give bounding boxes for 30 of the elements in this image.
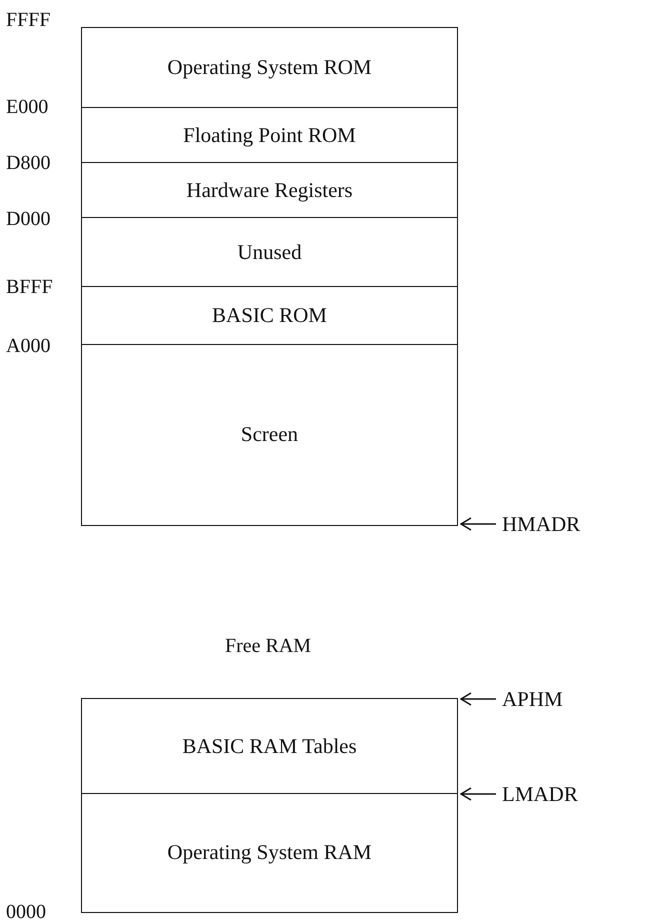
region-label: BASIC ROM: [212, 303, 327, 329]
address-label: 0000: [6, 902, 46, 922]
address-label: D000: [6, 209, 50, 229]
region-label: Operating System RAM: [167, 840, 372, 866]
pointer-arrow: [460, 787, 496, 801]
pointer-arrow: [460, 517, 496, 531]
pointer-arrow: [460, 692, 496, 706]
memory-region: [81, 107, 458, 164]
region-label: Floating Point ROM: [183, 122, 356, 148]
pointer-label: APHM: [502, 689, 563, 710]
pointer-label: HMADR: [502, 514, 580, 535]
region-label: BASIC RAM Tables: [182, 734, 357, 760]
memory-region: [81, 286, 458, 346]
memory-region: [81, 698, 458, 795]
memory-region: [81, 27, 458, 109]
address-label: D800: [6, 153, 50, 173]
region-label: Unused: [237, 240, 302, 266]
memory-region: [81, 344, 458, 526]
pointer-label: LMADR: [502, 784, 578, 805]
memory-region: [81, 217, 458, 288]
region-label: Operating System ROM: [167, 55, 372, 81]
region-label: Hardware Registers: [186, 178, 353, 204]
memory-region: [81, 162, 458, 219]
memory-region: [81, 793, 458, 913]
address-label: A000: [6, 336, 50, 356]
address-label: FFFF: [6, 10, 50, 30]
region-label: Screen: [240, 422, 298, 448]
free-ram-label: Free RAM: [224, 636, 312, 656]
address-label: E000: [6, 97, 48, 117]
address-label: BFFF: [6, 277, 53, 297]
